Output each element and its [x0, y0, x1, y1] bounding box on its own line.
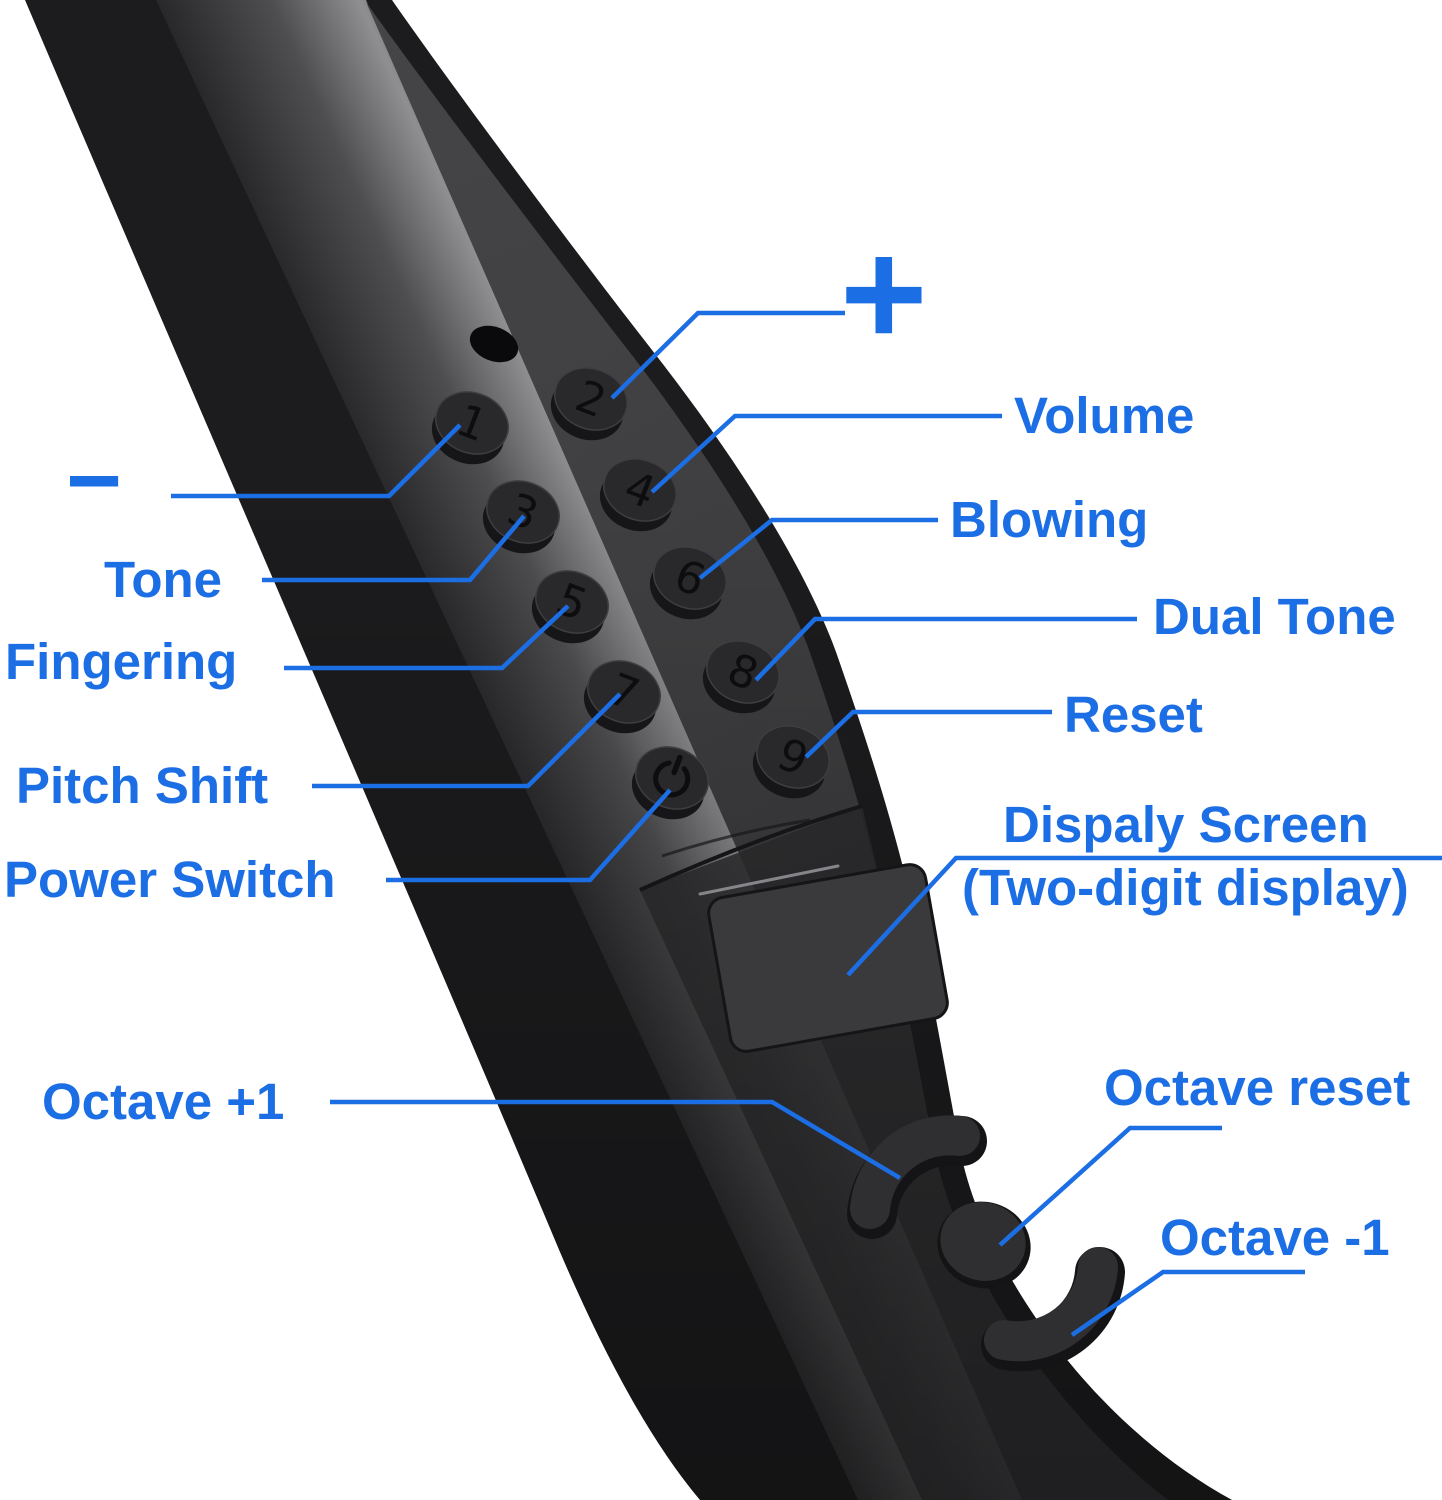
label-dual-tone: Dual Tone — [1153, 588, 1396, 645]
leader-volume — [650, 413, 1002, 494]
leader-plus — [610, 310, 845, 400]
label-octave-plus: Octave +1 — [42, 1073, 285, 1130]
label-blowing: Blowing — [950, 491, 1149, 548]
label-fingering: Fingering — [5, 633, 238, 690]
keypad-button-2[interactable]: 2 — [542, 358, 637, 451]
keypad-button-8[interactable]: 8 — [694, 631, 789, 724]
octave-up-button[interactable] — [847, 1115, 987, 1239]
leader-dual-tone — [754, 616, 1137, 682]
keypad-button-6[interactable]: 6 — [641, 537, 736, 630]
label-volume: Volume — [1014, 387, 1195, 444]
label-volume-plus: + — [840, 209, 928, 377]
label-power-switch: Power Switch — [4, 851, 336, 908]
display-screen — [707, 863, 949, 1053]
leader-octave-plus — [330, 1099, 902, 1180]
display-screen-highlight — [698, 864, 840, 896]
octave-controls — [847, 1115, 1125, 1372]
label-octave-minus: Octave -1 — [1160, 1209, 1390, 1266]
leader-minus — [171, 423, 462, 499]
leader-tone — [262, 514, 526, 583]
vent-hole-icon — [469, 325, 519, 363]
octave-down-button[interactable] — [981, 1247, 1125, 1372]
label-display-screen-line2: (Two-digit display) — [962, 859, 1409, 916]
leader-reset — [804, 709, 1052, 759]
label-volume-minus: − — [66, 427, 123, 534]
leader-lines — [171, 310, 1442, 1337]
keypad-button-9[interactable]: 9 — [744, 716, 839, 809]
keypad: 1 2 3 4 5 — [423, 358, 839, 830]
octave-reset-button[interactable] — [926, 1190, 1042, 1301]
leader-display — [846, 855, 1442, 977]
leader-octave-minus — [1070, 1269, 1305, 1337]
label-tone: Tone — [104, 551, 223, 608]
label-octave-reset: Octave reset — [1104, 1059, 1411, 1116]
leader-blowing — [698, 517, 938, 580]
label-reset: Reset — [1064, 686, 1203, 743]
leader-octave-reset — [998, 1125, 1222, 1247]
label-pitch-shift: Pitch Shift — [16, 757, 269, 814]
power-button[interactable] — [623, 737, 718, 830]
keypad-button-1[interactable]: 1 — [423, 382, 518, 475]
leader-power-switch — [386, 788, 672, 883]
leader-pitch-shift — [312, 692, 622, 789]
leader-fingering — [284, 604, 570, 671]
label-display-screen-line1: Dispaly Screen — [1003, 796, 1369, 853]
